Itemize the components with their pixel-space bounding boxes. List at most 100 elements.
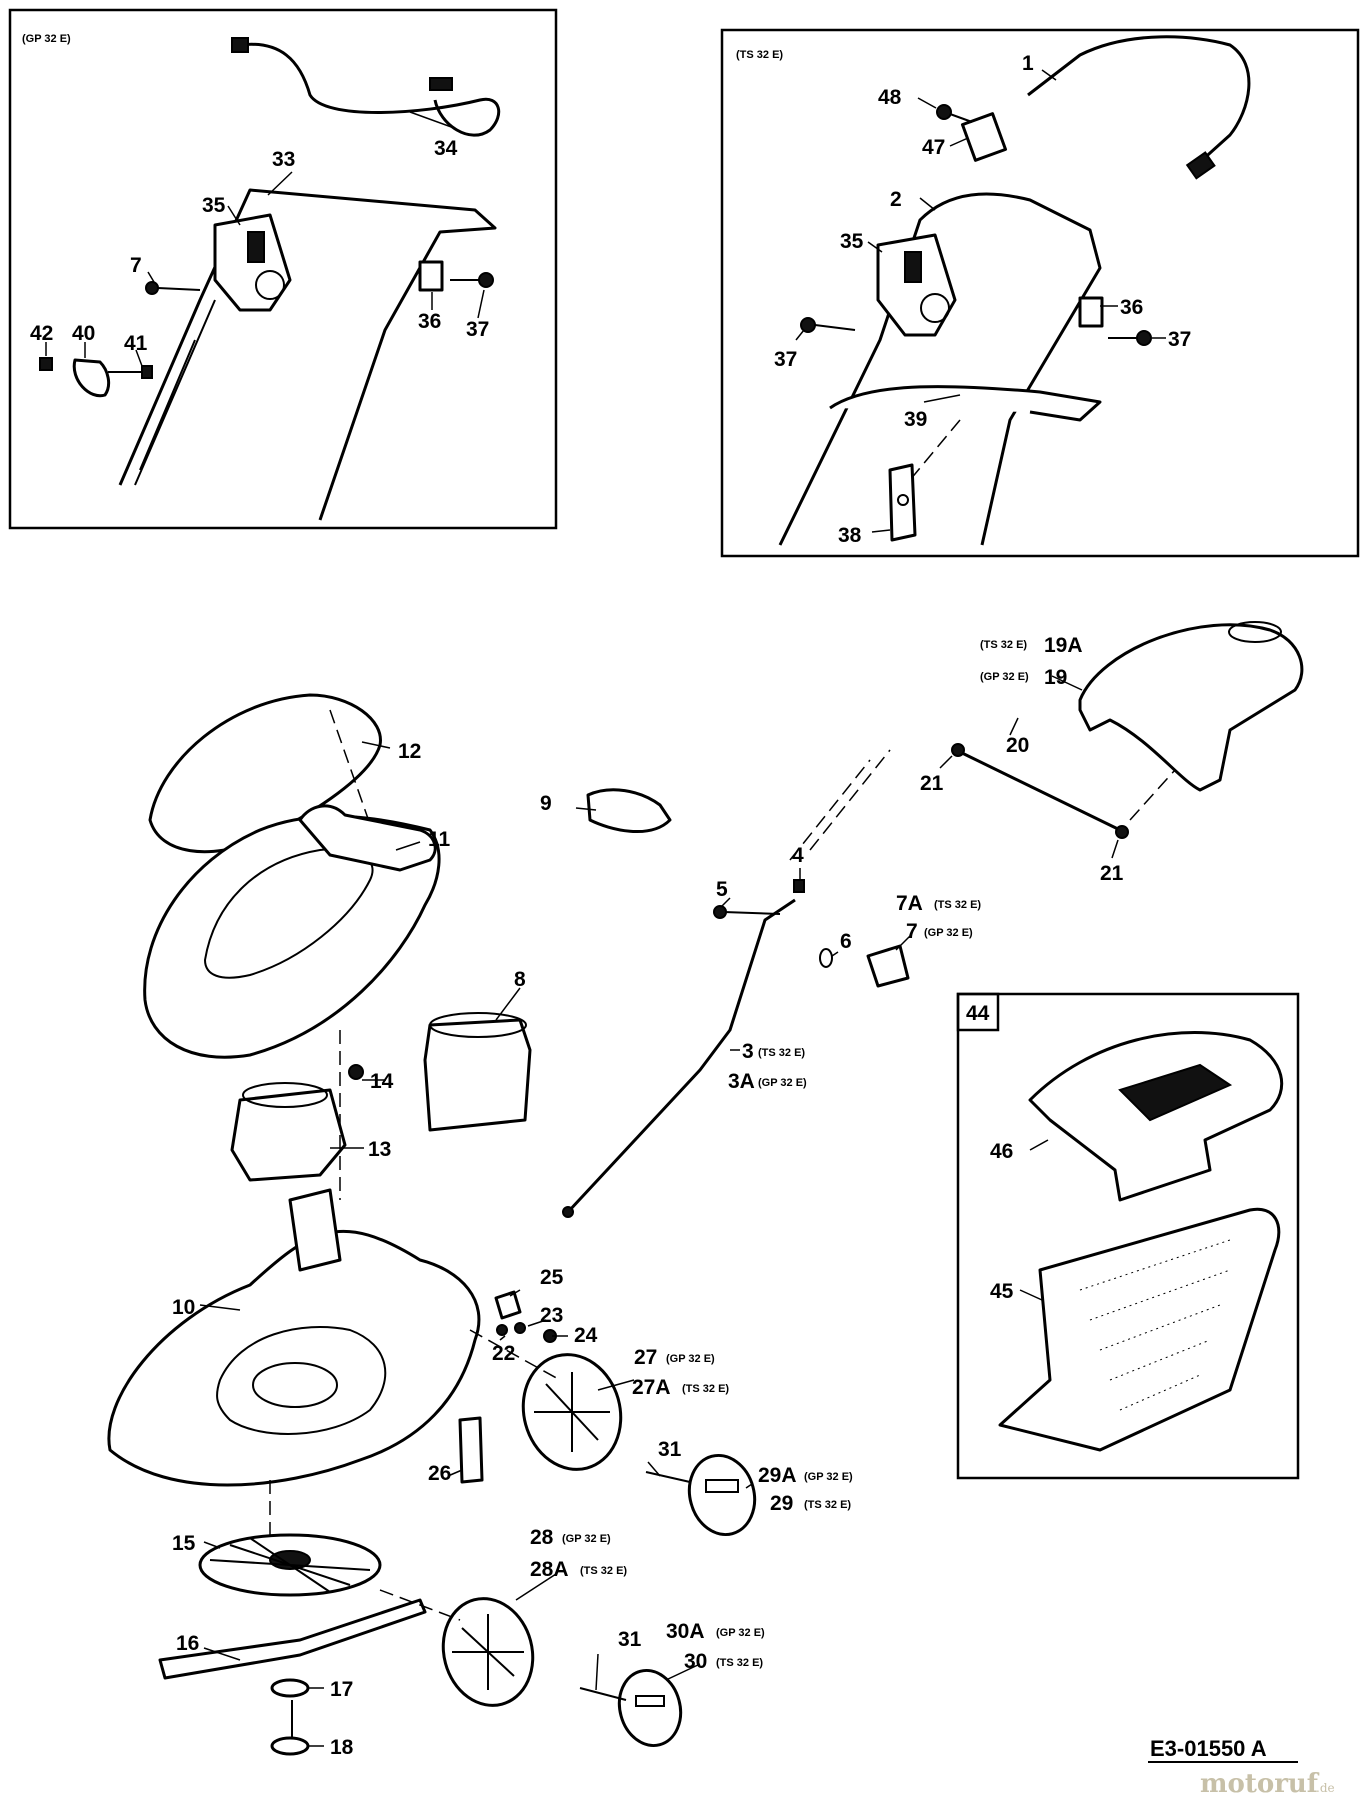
callout-23: 23 bbox=[540, 1304, 563, 1327]
clip-9 bbox=[586, 788, 672, 834]
callout-7a-tag: (TS 32 E) bbox=[934, 899, 981, 911]
callout-27a: 27A bbox=[632, 1376, 671, 1399]
leader-41 bbox=[135, 349, 143, 367]
bracket-39-dash bbox=[909, 419, 961, 481]
screw-31-a bbox=[645, 1471, 691, 1483]
axle-dash-front bbox=[469, 1329, 561, 1381]
leader-20 bbox=[1009, 717, 1019, 736]
knob-7 bbox=[866, 944, 910, 988]
screw-14 bbox=[348, 1064, 364, 1080]
callout-48: 48 bbox=[878, 86, 902, 109]
callout-37-ts-left: 37 bbox=[774, 348, 797, 371]
screw-41-head bbox=[141, 365, 153, 379]
bracket-26 bbox=[458, 1416, 484, 1484]
leader-15 bbox=[203, 1541, 221, 1549]
drawing-code: E3-01550 A bbox=[1150, 1736, 1267, 1761]
cable-hook-38 bbox=[888, 463, 917, 542]
callout-30a-tag: (GP 32 E) bbox=[716, 1627, 765, 1639]
switch-box-35-knob bbox=[255, 270, 285, 300]
callout-5: 5 bbox=[716, 878, 728, 901]
leader-30 bbox=[665, 1663, 701, 1681]
callout-36-ts: 36 bbox=[1120, 296, 1143, 319]
callout-7-gp: 7 bbox=[130, 254, 142, 277]
motor-cover-8-top bbox=[429, 1012, 527, 1038]
hood-11-opening bbox=[203, 848, 374, 979]
panel-ts32e-label: (TS 32 E) bbox=[736, 49, 783, 61]
footer: E3-01550 A motoruf .de bbox=[1148, 1736, 1335, 1799]
callout-6: 6 bbox=[840, 930, 852, 953]
callout-34: 34 bbox=[434, 137, 458, 160]
screw-37-gp-head bbox=[478, 272, 494, 288]
clip-21-a bbox=[951, 743, 965, 757]
deck-10 bbox=[107, 1229, 481, 1487]
callout-13: 13 bbox=[368, 1138, 391, 1161]
screw-48 bbox=[936, 104, 952, 120]
hubcap-29-slot bbox=[705, 1479, 739, 1493]
callout-24: 24 bbox=[574, 1324, 598, 1347]
leader-9 bbox=[575, 807, 597, 811]
leader-46 bbox=[1029, 1139, 1049, 1151]
motor-13-top bbox=[242, 1082, 328, 1108]
leader-48 bbox=[917, 97, 937, 109]
handle-tube-3-end bbox=[562, 1206, 574, 1218]
callout-9: 9 bbox=[540, 792, 552, 815]
callout-33: 33 bbox=[272, 148, 295, 171]
leader-7-gp bbox=[147, 271, 155, 283]
leader-26 bbox=[447, 1469, 463, 1477]
nut-42 bbox=[39, 357, 53, 371]
motor-13 bbox=[230, 1088, 347, 1182]
panel-gp32e-label: (GP 32 E) bbox=[22, 33, 71, 45]
callout-19a: 19A bbox=[1044, 634, 1083, 657]
clamp-36-ts bbox=[1078, 296, 1104, 328]
leader-5 bbox=[721, 897, 731, 907]
screw-37-ts-left-shaft bbox=[814, 324, 856, 331]
callout-35-gp: 35 bbox=[202, 194, 226, 217]
leader-11 bbox=[395, 841, 421, 851]
callout-36-gp: 36 bbox=[418, 310, 441, 333]
callout-1: 1 bbox=[1022, 52, 1034, 75]
watermark: motoruf bbox=[1200, 1769, 1320, 1799]
cable-34-end-b bbox=[429, 77, 453, 91]
switch-box-35-ts bbox=[876, 233, 957, 337]
leader-8 bbox=[495, 987, 521, 1021]
leader-29 bbox=[745, 1483, 753, 1489]
callout-47: 47 bbox=[922, 136, 945, 159]
callout-21-b: 21 bbox=[1100, 862, 1124, 885]
rod-20 bbox=[959, 750, 1121, 832]
callout-39: 39 bbox=[904, 408, 927, 431]
callout-45: 45 bbox=[990, 1280, 1014, 1303]
panel-ts32e-frame bbox=[720, 28, 1360, 558]
hubcap-30 bbox=[617, 1668, 683, 1748]
callout-4: 4 bbox=[792, 844, 804, 867]
callout-35-ts: 35 bbox=[840, 230, 864, 253]
hubcap-30-slot bbox=[635, 1695, 665, 1707]
callout-27: 27 bbox=[634, 1346, 657, 1369]
switch-box-35-switch bbox=[247, 231, 265, 263]
leader-19 bbox=[1051, 675, 1083, 691]
leader-31-a bbox=[647, 1461, 661, 1477]
hoop-handle-1 bbox=[1027, 35, 1251, 164]
leader-6 bbox=[831, 951, 839, 957]
callout-29a: 29A bbox=[758, 1464, 797, 1487]
wheel-28-spokes bbox=[452, 1614, 524, 1690]
callout-46: 46 bbox=[990, 1140, 1013, 1163]
callout-16: 16 bbox=[176, 1632, 199, 1655]
leader-28 bbox=[515, 1573, 557, 1601]
part-25 bbox=[494, 1290, 522, 1320]
panel-gp32e: (GP 32 E) 34 33 bbox=[8, 8, 558, 530]
callout-26: 26 bbox=[428, 1462, 451, 1485]
screw-37-ts-right-head bbox=[1136, 330, 1152, 346]
callout-42: 42 bbox=[30, 322, 53, 345]
switch-box-35-ts-switch bbox=[904, 251, 922, 283]
leader-22 bbox=[499, 1335, 506, 1341]
leader-21-a bbox=[939, 755, 953, 769]
callout-40: 40 bbox=[72, 322, 95, 345]
leader-16 bbox=[203, 1647, 241, 1661]
hood-11 bbox=[143, 814, 441, 1059]
callout-3-tag: (TS 32 E) bbox=[758, 1047, 805, 1059]
connector-47 bbox=[960, 112, 1008, 162]
handle-tube-dash-2 bbox=[809, 749, 891, 851]
bolt-5-head bbox=[713, 905, 727, 919]
callout-41: 41 bbox=[124, 332, 148, 355]
main-exploded-view: 12 11 9 8 14 13 10 25 23 24 22 26 27 (GP… bbox=[107, 621, 1304, 1759]
